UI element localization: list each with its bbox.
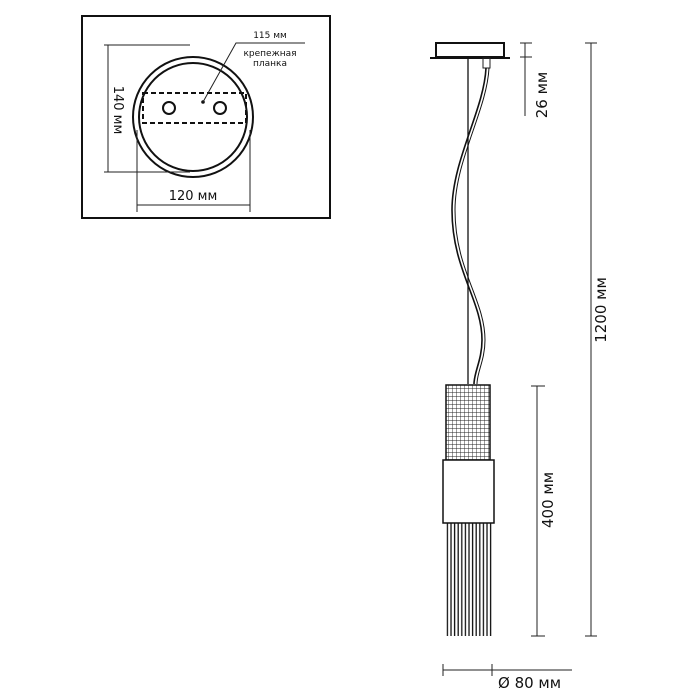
- plate-label-line2: планка: [253, 59, 287, 69]
- canopy-outer-circle: [132, 56, 254, 178]
- total-dim-label: 1200 мм: [592, 277, 610, 343]
- middle-ring: [442, 459, 495, 524]
- mesh-shade: [445, 384, 491, 461]
- plate-label-line1: крепежная: [243, 49, 296, 59]
- power-cord: [451, 67, 487, 385]
- plate-dim-label: 115 мм: [253, 31, 287, 41]
- mount-hole-right: [213, 101, 227, 115]
- side-view: 26 мм 1200 мм 400 мм Ø 80 мм: [430, 42, 610, 692]
- crystal-fringe: [445, 523, 492, 636]
- mount-hole-left: [162, 101, 176, 115]
- top-view-panel: 115 мм крепежная планка 140 мм 120 мм: [81, 15, 331, 219]
- canopy-dim-label: 26 мм: [533, 72, 551, 119]
- diameter-dim-label: Ø 80 мм: [498, 674, 561, 692]
- width-dim-label: 120 мм: [169, 189, 218, 204]
- cable-connector: [482, 57, 491, 69]
- canopy-inner-circle: [138, 62, 248, 172]
- plate-leader-line: [202, 42, 305, 103]
- top-view-frame: [81, 15, 331, 219]
- canopy: [435, 42, 505, 58]
- height-dim-label: 140 мм: [110, 86, 125, 135]
- mounting-plate-outline: [142, 92, 247, 124]
- power-cord-edge: [454, 67, 490, 385]
- shade-dim-label: 400 мм: [539, 472, 557, 528]
